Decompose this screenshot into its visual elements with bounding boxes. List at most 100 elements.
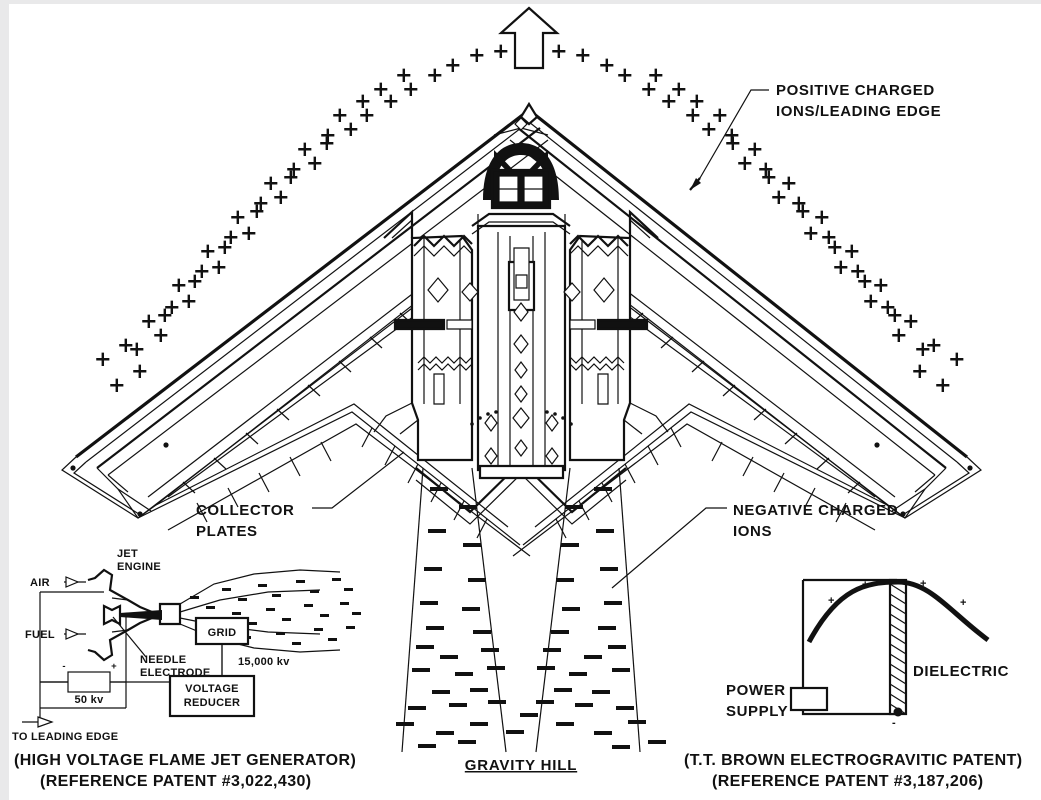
- svg-text:+: +: [934, 373, 952, 397]
- svg-text:+: +: [354, 89, 372, 113]
- svg-text:+: +: [156, 303, 174, 327]
- callout-negative-line2: IONS: [733, 523, 772, 540]
- battery-plus-label: +: [111, 661, 117, 672]
- page-left-gutter: [0, 0, 9, 800]
- svg-text:+: +: [140, 309, 158, 333]
- svg-text:+: +: [802, 221, 820, 245]
- svg-text:+: +: [372, 77, 390, 101]
- svg-text:+: +: [911, 359, 929, 383]
- svg-text:+: +: [872, 273, 890, 297]
- svg-text:+: +: [820, 225, 838, 249]
- svg-text:+: +: [108, 373, 126, 397]
- voltage-reducer-line1: VOLTAGE: [185, 683, 239, 695]
- arc-plus-3: +: [920, 578, 927, 590]
- callout-negative-ions: NEGATIVE CHARGED IONS: [733, 502, 898, 540]
- callout-leader-collector: [312, 451, 405, 509]
- arc-plus-2: +: [862, 579, 869, 591]
- right-panel-caption-line2: (REFERENCE PATENT #3,187,206): [712, 773, 984, 790]
- svg-text:+: +: [468, 43, 486, 67]
- svg-text:+: +: [296, 137, 314, 161]
- power-supply-line1: POWER: [726, 682, 786, 699]
- gravity-hill-caption: GRAVITY HILL: [465, 757, 577, 774]
- arc-plus-1: +: [828, 595, 835, 607]
- svg-text:+: +: [170, 273, 188, 297]
- exhaust-plume-left: [401, 467, 507, 753]
- power-supply-line2: SUPPLY: [726, 703, 788, 720]
- svg-text:+: +: [902, 309, 920, 333]
- svg-text:+: +: [186, 269, 204, 293]
- svg-text:+: +: [640, 77, 658, 101]
- svg-text:+: +: [890, 323, 908, 347]
- svg-text:+: +: [252, 191, 270, 215]
- callout-positive-line1: POSITIVE CHARGED: [776, 82, 935, 99]
- jet-engine-label-line1: JET: [117, 548, 138, 560]
- svg-text:+: +: [948, 347, 966, 371]
- page-top-gutter: [0, 0, 1041, 4]
- arc-plus-4: +: [960, 597, 967, 609]
- voltage-15000kv-label: 15,000 kv: [238, 656, 290, 668]
- svg-text:+: +: [216, 235, 234, 259]
- svg-text:+: +: [222, 225, 240, 249]
- svg-text:+: +: [402, 77, 420, 101]
- svg-text:+: +: [285, 157, 303, 181]
- to-leading-edge-arrow: [22, 708, 54, 728]
- svg-text:+: +: [790, 191, 808, 215]
- callout-leader-positive: [689, 89, 769, 191]
- svg-text:+: +: [862, 289, 880, 313]
- air-inlet-arrow: [64, 576, 86, 588]
- svg-text:+: +: [925, 333, 943, 357]
- svg-text:+: +: [688, 89, 706, 113]
- callout-collector-plates: COLLECTOR PLATES: [196, 502, 294, 540]
- svg-text:+: +: [492, 39, 510, 63]
- svg-text:+: +: [914, 337, 932, 361]
- callout-leader-negative: [611, 507, 727, 589]
- thrust-direction-arrow: [498, 6, 560, 70]
- svg-text:+: +: [856, 269, 874, 293]
- svg-text:+: +: [616, 63, 634, 87]
- svg-text:+: +: [426, 63, 444, 87]
- callout-collector-line2: PLATES: [196, 523, 258, 540]
- exhaust-plume-right: [535, 467, 641, 753]
- svg-text:+: +: [670, 77, 688, 101]
- left-panel-caption-line1: (HIGH VOLTAGE FLAME JET GENERATOR): [14, 752, 356, 769]
- svg-text:+: +: [770, 185, 788, 209]
- callout-negative-line1: NEGATIVE CHARGED: [733, 502, 898, 519]
- flame-jet-generator-panel: AIR FUEL JET ENGINE NEEDLE ELECTRODE GRI…: [12, 548, 361, 790]
- svg-text:+: +: [849, 259, 867, 283]
- svg-text:+: +: [757, 157, 775, 181]
- svg-text:+: +: [574, 43, 592, 67]
- battery-minus-label: -: [62, 661, 65, 672]
- svg-text:+: +: [794, 199, 812, 223]
- svg-text:+: +: [318, 131, 336, 155]
- svg-text:+: +: [813, 205, 831, 229]
- svg-text:+: +: [210, 255, 228, 279]
- air-label: AIR: [30, 577, 50, 589]
- grid-label: GRID: [208, 627, 237, 639]
- aircraft-planform: [61, 101, 982, 557]
- svg-text:+: +: [282, 165, 300, 189]
- svg-text:+: +: [342, 117, 360, 141]
- svg-text:+: +: [272, 185, 290, 209]
- svg-text:+: +: [117, 333, 135, 357]
- svg-text:+: +: [131, 359, 149, 383]
- voltage-50kv-label: 50 kv: [74, 694, 104, 706]
- svg-text:+: +: [826, 235, 844, 259]
- svg-text:+: +: [780, 171, 798, 195]
- positive-ion-field-right: + + + + + + + + + + + + + + + + + + + + …: [550, 39, 966, 397]
- battery-50kv: [67, 671, 111, 693]
- svg-text:+: +: [760, 165, 778, 189]
- voltage-reducer-line2: REDUCER: [184, 697, 241, 709]
- svg-text:+: +: [319, 123, 337, 147]
- callout-positive-line2: IONS/LEADING EDGE: [776, 103, 941, 120]
- svg-text:+: +: [248, 199, 266, 223]
- svg-text:+: +: [711, 103, 729, 127]
- svg-text:+: +: [879, 295, 897, 319]
- svg-text:+: +: [832, 255, 850, 279]
- svg-text:+: +: [382, 89, 400, 113]
- electrogravitic-patent-panel: POWER SUPPLY: [684, 578, 1022, 790]
- plate-minus: -: [892, 717, 896, 729]
- svg-text:+: +: [723, 123, 741, 147]
- svg-text:+: +: [152, 323, 170, 347]
- svg-text:+: +: [395, 63, 413, 87]
